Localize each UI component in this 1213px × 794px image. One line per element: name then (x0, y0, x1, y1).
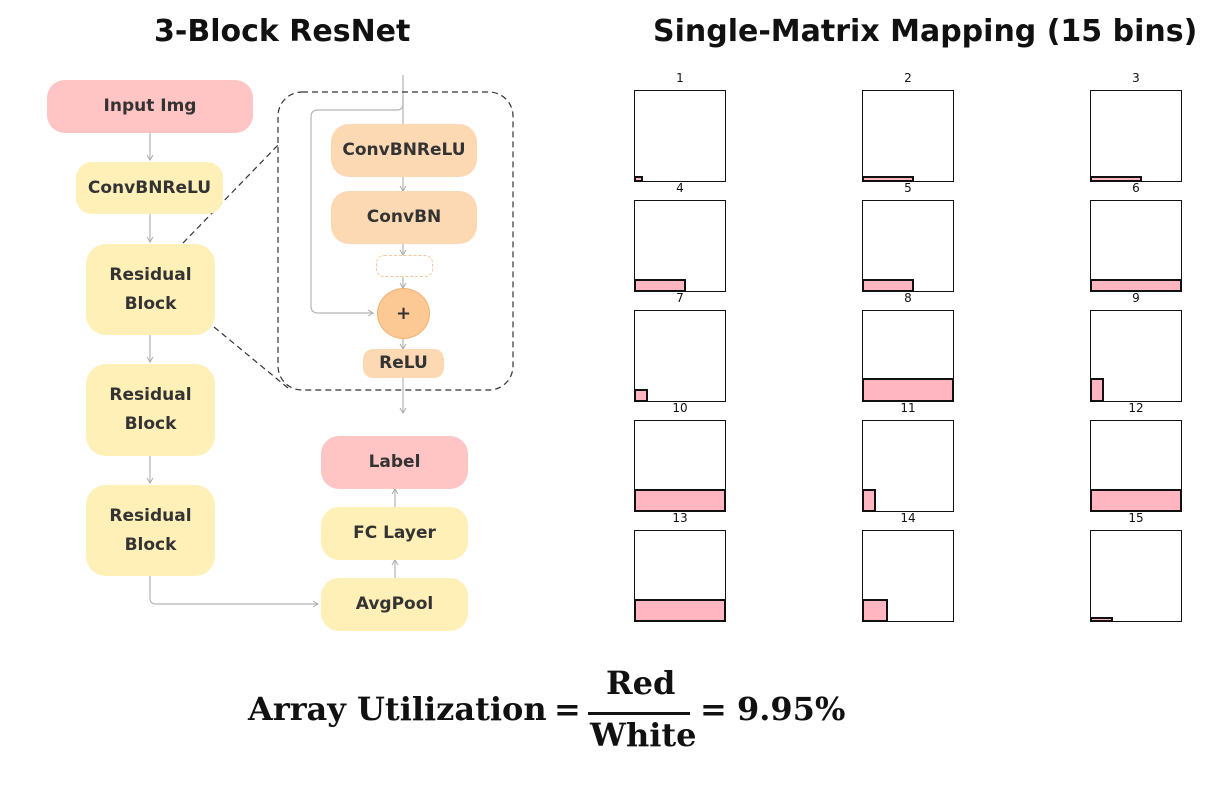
bin-frame (1090, 90, 1182, 182)
bin-label: 12 (1128, 401, 1144, 415)
bin-fill (1090, 378, 1104, 402)
detail-convbn-box: ConvBN (331, 191, 477, 244)
add-node: + (377, 288, 430, 339)
residual-block-2: Residual Block (86, 364, 215, 456)
bin-frame (1090, 530, 1182, 622)
skip-connection (310, 95, 404, 317)
bin-fill (634, 489, 726, 512)
bin-fill (862, 279, 914, 292)
bin-frame (862, 200, 954, 292)
residual-block-1: Residual Block (86, 244, 215, 335)
bin-label: 3 (1132, 71, 1140, 85)
bin-label: 2 (904, 71, 912, 85)
bin-fill (862, 176, 914, 182)
zoom-line-top (182, 142, 281, 244)
bin-label: 1 (676, 71, 684, 85)
formula-equals-1: = (554, 690, 581, 728)
bin-label: 7 (676, 291, 684, 305)
arrow-block3-avgpool (149, 576, 319, 608)
bin-label: 8 (904, 291, 912, 305)
detail-placeholder-box (376, 255, 433, 277)
avgpool-box: AvgPool (321, 578, 468, 631)
bin-fill (634, 599, 726, 622)
fc-layer-box: FC Layer (321, 507, 468, 560)
detail-convbnrelu-box: ConvBNReLU (331, 124, 477, 177)
bin-label: 14 (900, 511, 916, 525)
formula-equals-2: = (700, 690, 727, 728)
formula-numerator: Red (606, 664, 676, 702)
formula-value: 9.95% (737, 690, 846, 728)
zoom-line-bottom (213, 326, 289, 389)
bin-label: 10 (672, 401, 688, 415)
mapping-title: Single-Matrix Mapping (15 bins) (653, 14, 1198, 49)
bin-frame (862, 90, 954, 182)
label-box: Label (321, 436, 468, 489)
stem-convbnrelu-box: ConvBNReLU (76, 162, 223, 214)
bin-label: 15 (1128, 511, 1144, 525)
block-detail-outline (277, 91, 514, 391)
input-img-box: Input Img (47, 80, 253, 133)
bin-fill (1090, 489, 1182, 512)
formula-denominator: White (590, 716, 697, 754)
bin-label: 4 (676, 181, 684, 195)
bin-label: 13 (672, 511, 688, 525)
bin-label: 5 (904, 181, 912, 195)
resnet-title: 3-Block ResNet (154, 14, 411, 49)
bin-label: 6 (1132, 181, 1140, 195)
bin-label: 11 (900, 401, 916, 415)
bin-fill (862, 489, 876, 512)
bin-fill (1090, 176, 1142, 182)
bin-fill (634, 176, 643, 182)
bin-fill (1090, 279, 1182, 292)
formula-lhs: Array Utilization (248, 690, 547, 728)
bin-fill (862, 599, 888, 622)
detail-relu-box: ReLU (363, 349, 444, 378)
bin-frame (862, 420, 954, 512)
bin-frame (634, 310, 726, 402)
formula-fraction-bar (588, 712, 690, 715)
bin-fill (634, 279, 686, 292)
bin-frame (1090, 310, 1182, 402)
bin-frame (634, 90, 726, 182)
bin-fill (634, 389, 648, 402)
residual-block-3: Residual Block (86, 485, 215, 576)
bin-label: 9 (1132, 291, 1140, 305)
bin-fill (862, 378, 954, 402)
bin-fill (1090, 617, 1113, 622)
